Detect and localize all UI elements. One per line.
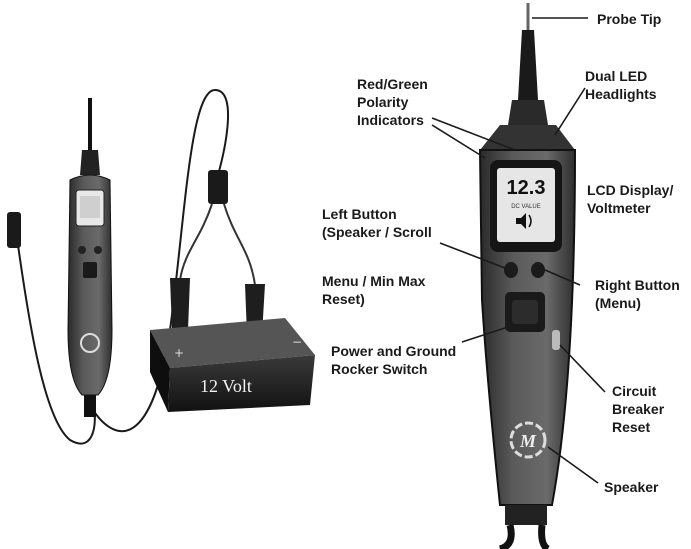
battery-side bbox=[150, 330, 170, 412]
lcd-mode: DC VALUE bbox=[511, 204, 541, 210]
lcd-screen bbox=[497, 168, 555, 242]
probe-tail bbox=[505, 505, 547, 525]
probe-cable bbox=[498, 524, 550, 549]
callout-dual-led: Dual LED Headlights bbox=[585, 68, 657, 102]
callout-polarity: Red/Green Polarity Indicators bbox=[357, 76, 428, 128]
battery-front bbox=[168, 355, 315, 412]
circuit-breaker-button bbox=[552, 330, 560, 350]
left-button bbox=[504, 262, 518, 278]
battery-top bbox=[150, 318, 315, 368]
battery-label: 12 Volt bbox=[200, 376, 252, 396]
callout-speaker: Speaker bbox=[604, 479, 659, 495]
callout-breaker: Circuit Breaker Reset bbox=[612, 383, 665, 435]
dual-led-leader bbox=[554, 87, 586, 136]
polarity-leader-1 bbox=[431, 117, 516, 151]
speaker-leader bbox=[547, 446, 599, 484]
callout-probe-tip: Probe Tip bbox=[597, 11, 662, 27]
logo-ring bbox=[509, 421, 547, 459]
ground-clip bbox=[7, 212, 21, 248]
left-button-leader bbox=[439, 242, 506, 269]
speaker-status-icon bbox=[516, 213, 526, 229]
clip-lead-red bbox=[179, 203, 213, 281]
polarity-leader-2 bbox=[431, 124, 486, 159]
right-button-leader bbox=[544, 269, 581, 286]
callout-lcd-display: LCD Display/ Voltmeter bbox=[587, 182, 674, 216]
callout-left-button: Left Button (Speaker / Scroll bbox=[322, 206, 432, 240]
small-probe-body bbox=[67, 174, 113, 396]
small-probe-logo bbox=[80, 333, 100, 353]
clip-lead-black bbox=[223, 203, 256, 286]
positive-clip bbox=[170, 278, 190, 330]
battery-plus: + bbox=[174, 346, 184, 360]
cord-connector bbox=[208, 170, 228, 204]
logo-text: M bbox=[519, 431, 537, 451]
right-button bbox=[531, 262, 545, 278]
rocker-paddle bbox=[512, 300, 538, 324]
probe-shaft bbox=[518, 30, 538, 100]
rocker-leader bbox=[461, 327, 506, 343]
callout-menu-reset: Menu / Min Max Reset) bbox=[322, 273, 426, 307]
probe-collar bbox=[508, 100, 548, 125]
small-probe-right-button bbox=[94, 246, 102, 254]
small-probe-tail bbox=[84, 395, 96, 417]
lcd-reading: 12.3 bbox=[507, 177, 546, 199]
sound-wave-icon bbox=[528, 214, 532, 228]
power-cord bbox=[89, 88, 229, 433]
callout-right-button: Right Button (Menu) bbox=[595, 277, 680, 311]
small-probe-rocker bbox=[83, 262, 97, 278]
small-probe-nose bbox=[80, 150, 100, 175]
callout-rocker: Power and Ground Rocker Switch bbox=[331, 343, 457, 377]
callout-lines bbox=[431, 17, 606, 484]
small-probe-left-button bbox=[78, 246, 86, 254]
small-probe bbox=[7, 88, 229, 445]
ground-cord bbox=[17, 244, 96, 445]
large-probe: 12.3 DC VALUE M bbox=[478, 3, 577, 549]
battery-minus: − bbox=[292, 335, 302, 349]
battery: + − 12 Volt bbox=[150, 170, 315, 412]
probe-head bbox=[480, 125, 575, 150]
small-probe-screen-inner bbox=[80, 196, 100, 218]
breaker-leader bbox=[559, 344, 606, 393]
